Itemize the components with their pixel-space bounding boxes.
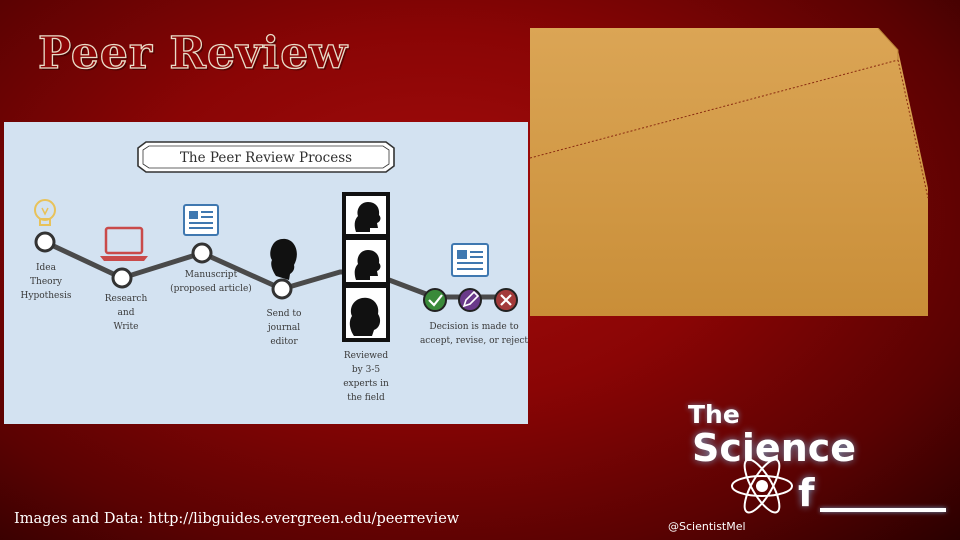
reject-icon bbox=[494, 288, 518, 312]
laptop-icon bbox=[100, 226, 148, 261]
logo-science: Science bbox=[692, 426, 857, 470]
step-label-manuscript: Manuscript (proposed article) bbox=[170, 270, 252, 294]
atom-icon bbox=[731, 458, 793, 514]
step-label-line: (proposed article) bbox=[170, 283, 252, 294]
source-citation: Images and Data: http://libguides.evergr… bbox=[14, 511, 460, 527]
step-label-line: accept, revise, or reject bbox=[420, 336, 528, 346]
step-node-manuscript bbox=[191, 242, 213, 264]
step-label-line: by 3-5 bbox=[352, 365, 380, 375]
step-node-journal bbox=[271, 278, 293, 300]
step-label-line: Reviewed bbox=[344, 351, 388, 361]
process-path bbox=[43, 239, 500, 300]
step-node-idea bbox=[34, 231, 56, 253]
folder-graphic bbox=[530, 28, 929, 316]
step-label-decision: Decision is made to accept, revise, or re… bbox=[420, 322, 528, 346]
step-label-line: Idea bbox=[36, 263, 57, 273]
science-of-logo: The Science f @ScientistMel bbox=[640, 398, 960, 540]
step-label-line: editor bbox=[270, 337, 298, 347]
logo-blank-line bbox=[820, 508, 946, 512]
banner-title: The Peer Review Process bbox=[180, 150, 352, 166]
peer-review-diagram: The Peer Review Process bbox=[4, 122, 528, 424]
edit-icon bbox=[458, 288, 482, 312]
step-label-line: Write bbox=[114, 322, 139, 332]
step-label-line: Theory bbox=[30, 277, 63, 287]
banner: The Peer Review Process bbox=[137, 141, 395, 173]
step-label-line: and bbox=[118, 308, 135, 318]
step-label-reviewed: Reviewed by 3-5 experts in the field bbox=[343, 351, 389, 403]
step-node-research bbox=[111, 267, 133, 289]
step-label-line: Hypothesis bbox=[21, 291, 72, 301]
person-silhouette-icon bbox=[270, 238, 297, 280]
step-label-journal: Send to journal editor bbox=[267, 309, 302, 347]
logo-of: f bbox=[798, 471, 815, 515]
document-icon bbox=[183, 204, 219, 236]
step-label-line: experts in bbox=[343, 379, 389, 389]
slide-title: Peer Review bbox=[37, 27, 349, 79]
step-label-line: Decision is made to bbox=[429, 322, 518, 332]
step-label-line: Manuscript bbox=[185, 270, 238, 280]
logo-the: The bbox=[688, 400, 740, 429]
logo-handle: @ScientistMel bbox=[668, 520, 746, 533]
lightbulb-icon bbox=[34, 199, 56, 226]
document-icon bbox=[451, 243, 489, 277]
step-label-line: the field bbox=[347, 393, 385, 403]
reviewers-silhouettes-icon bbox=[342, 192, 390, 342]
step-label-line: Research bbox=[105, 294, 148, 304]
step-label-line: journal bbox=[267, 323, 300, 333]
step-label-line: Send to bbox=[267, 309, 302, 319]
check-icon bbox=[423, 288, 447, 312]
